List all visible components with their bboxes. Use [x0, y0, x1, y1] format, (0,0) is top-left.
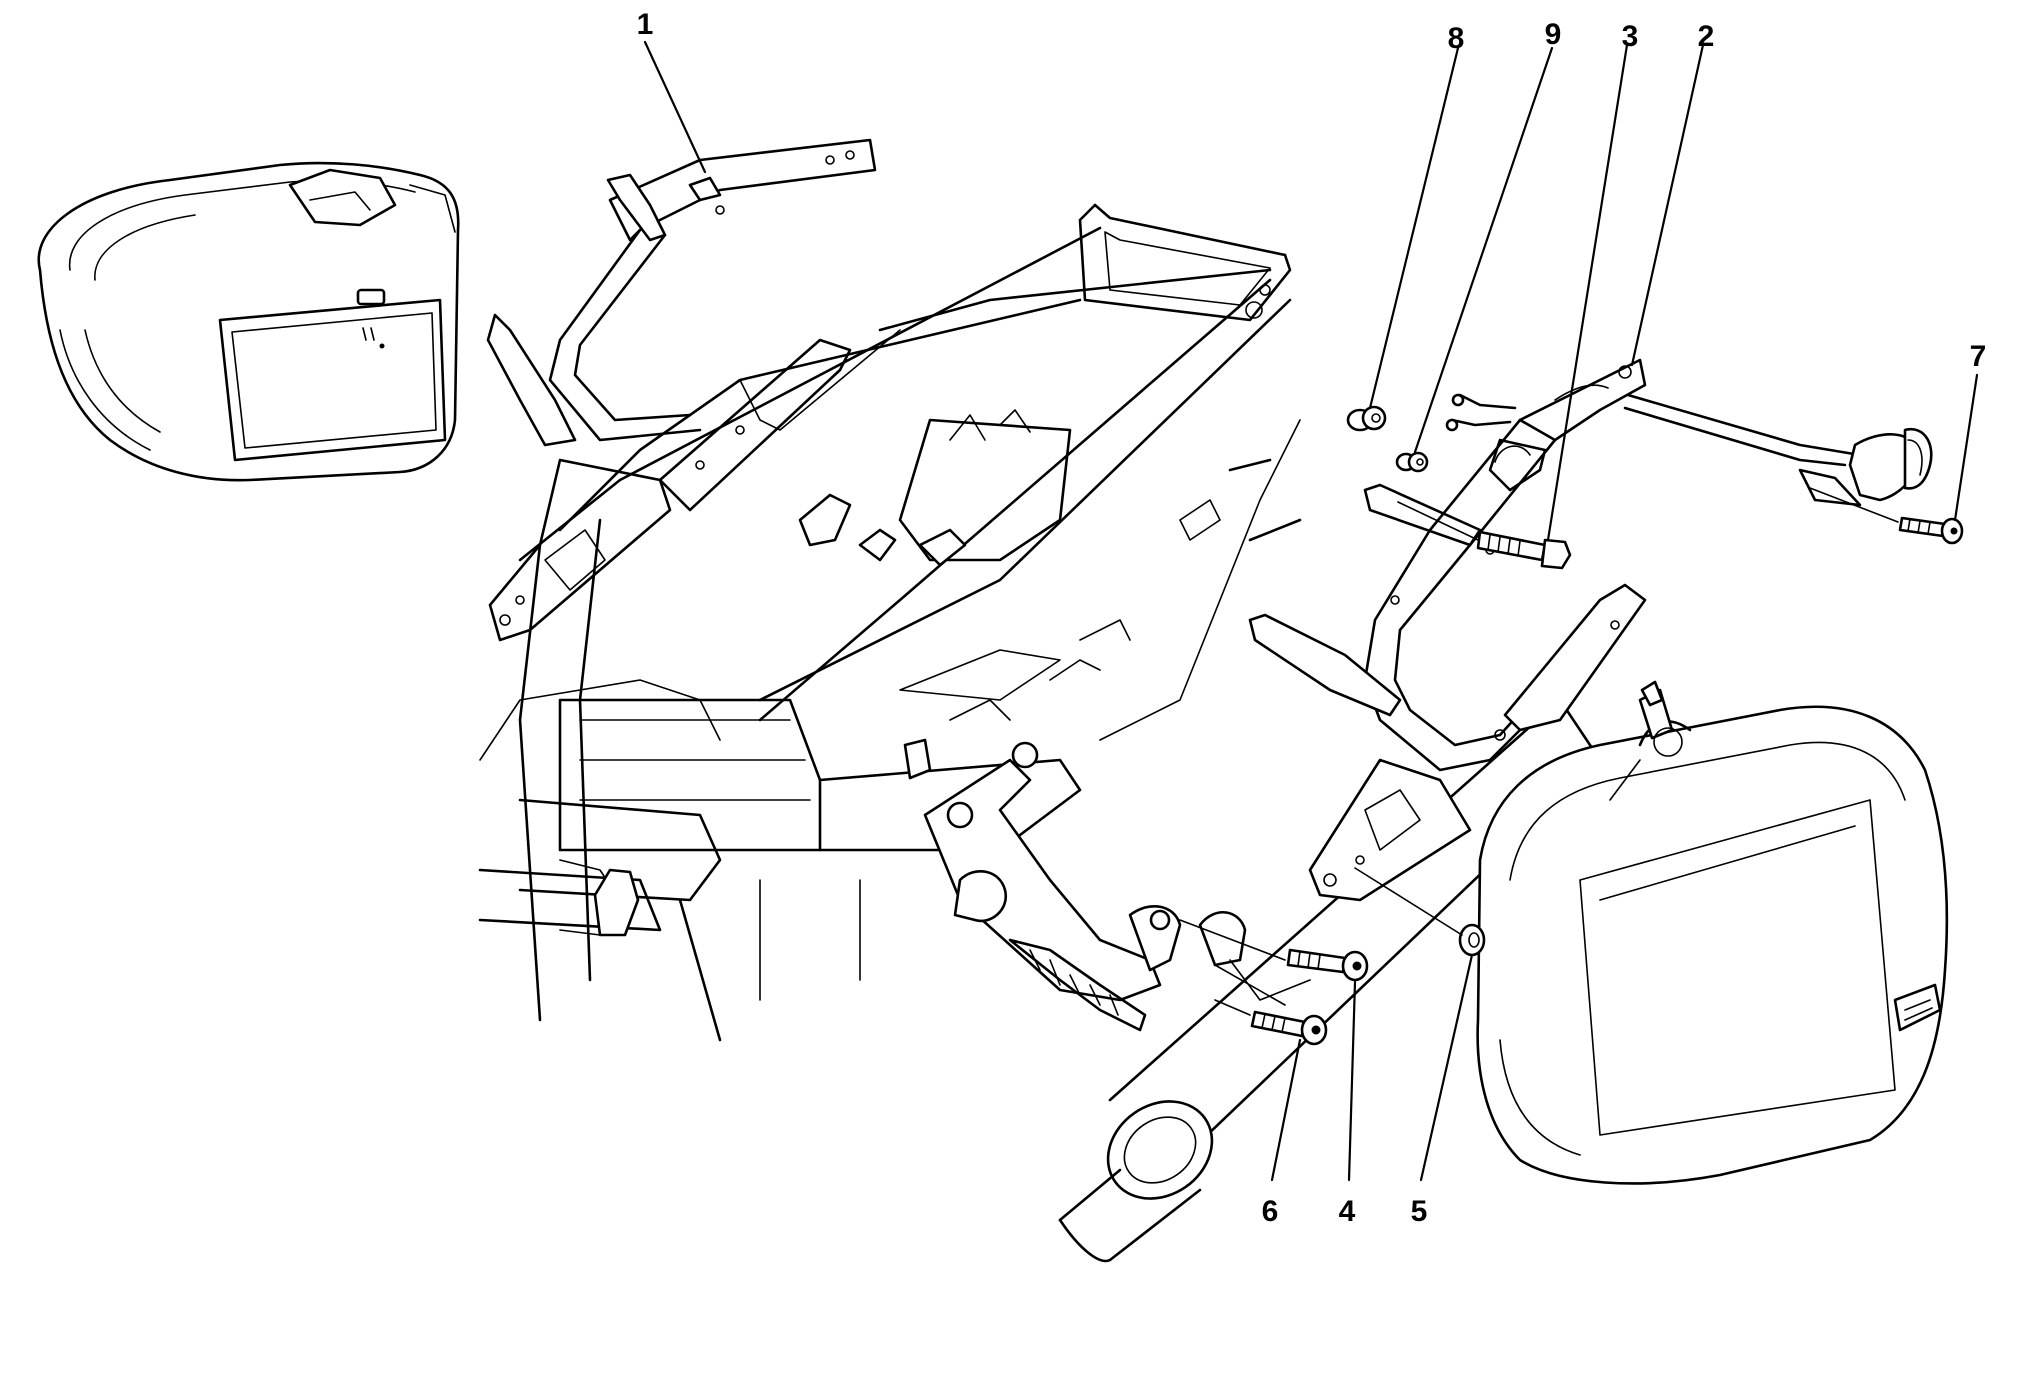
right-pannier-case — [1476, 680, 1949, 1185]
assembly-guide-lines — [1179, 487, 1899, 1016]
exhaust-silencer — [1058, 698, 1602, 1263]
callout-6: 6 — [1261, 1195, 1279, 1228]
left-pannier-case — [37, 161, 460, 482]
turn-signal-indicator — [1445, 384, 1933, 507]
part-6-screw — [1250, 1010, 1328, 1046]
callout-1: 1 — [636, 8, 654, 41]
rear-subframe — [478, 203, 1302, 1042]
callout-4: 4 — [1338, 1195, 1356, 1228]
callout-3: 3 — [1621, 20, 1639, 53]
part-7-screw — [1898, 516, 1964, 545]
callout-2: 2 — [1697, 20, 1715, 53]
callout-5: 5 — [1410, 1195, 1428, 1228]
part-9-nut — [1395, 451, 1429, 473]
callout-leader-lines — [643, 40, 1979, 1182]
callout-9: 9 — [1544, 18, 1562, 51]
part-5-washer — [1458, 923, 1486, 957]
part-4-screw — [1286, 948, 1369, 982]
rear-shock-linkage — [923, 741, 1311, 1032]
callout-7: 7 — [1969, 340, 1987, 373]
callout-8: 8 — [1447, 22, 1465, 55]
part-8-grommet — [1346, 405, 1387, 432]
part-3-screw — [1476, 530, 1572, 570]
left-frame-bracket — [486, 138, 877, 642]
